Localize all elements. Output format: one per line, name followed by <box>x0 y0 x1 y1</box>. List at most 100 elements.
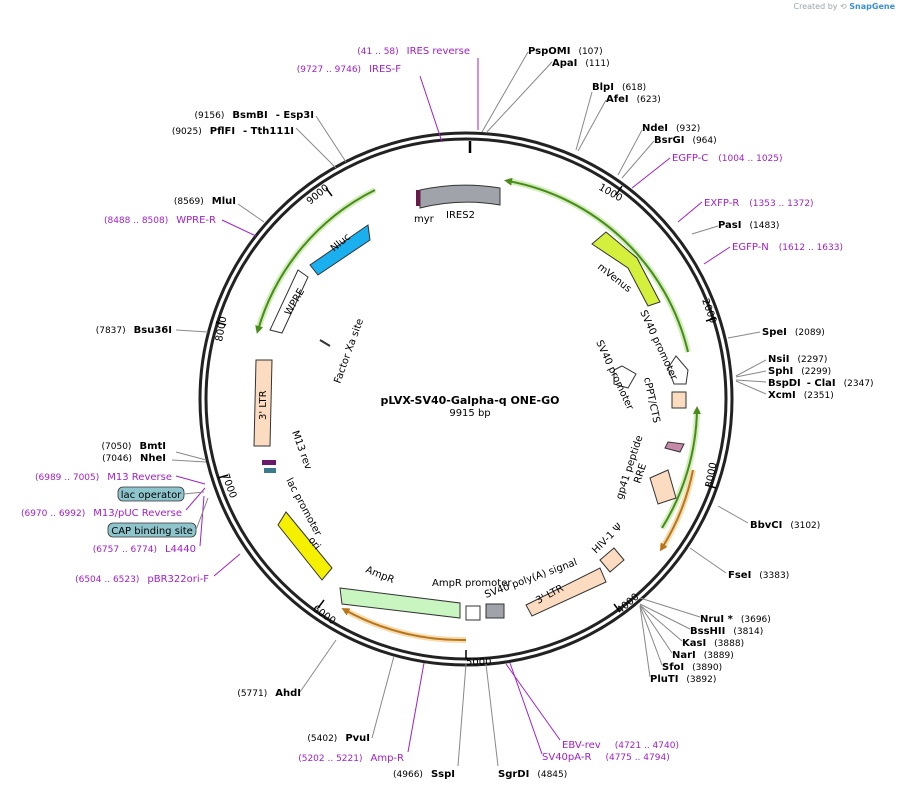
boxed-features: lac operator CAP binding site <box>107 486 209 538</box>
leader-pluti <box>639 605 651 678</box>
site-bsu36i: (7837)Bsu36I <box>96 325 172 336</box>
feature-gp41 <box>664 441 685 453</box>
site-pasi: PasI(1483) <box>718 220 779 231</box>
leader-bspdi <box>735 379 767 383</box>
feature-sv40-polya <box>485 603 505 619</box>
leader-bsrgi <box>621 140 655 179</box>
leader-bbvci <box>717 505 749 524</box>
credit-brand: SnapGene <box>849 2 895 11</box>
primer-m13puc-reverse: (6970 .. 6992)M13/pUC Reverse <box>21 508 182 519</box>
feature-lac-operator-mark <box>262 460 276 465</box>
site-labels: PspOMI(107) ApaI(111) BlpI(618) AfeI(623… <box>498 46 874 780</box>
leader-pspomi <box>481 51 529 133</box>
tick-8000: 8000 <box>214 316 229 343</box>
features <box>253 184 689 621</box>
leader-bsmbi <box>315 115 347 163</box>
tick-mark <box>705 317 717 322</box>
feature-3ltr-right <box>525 567 607 617</box>
site-sfoi: SfoI(3890) <box>662 662 722 673</box>
label-factor-xa: Factor Xa site <box>332 317 366 385</box>
snapgene-credit: Created by ⟲ SnapGene <box>793 2 895 11</box>
snapgene-logo-icon: ⟲ <box>840 2 847 11</box>
label-ires2: IRES2 <box>446 210 475 221</box>
leader-spei <box>727 331 761 339</box>
site-sspi: (4966)SspI <box>393 769 455 780</box>
leader-blpi <box>575 91 593 151</box>
leader-xcmi <box>735 380 767 395</box>
lac-operator-leader <box>183 491 205 495</box>
leader-egfp-c <box>631 157 671 189</box>
leader-ires-f <box>419 75 443 143</box>
leader-m13reverse <box>175 475 206 485</box>
site-bbvci: BbvCI(3102) <box>750 520 820 531</box>
primer-ires-f: (9727 .. 9746)IRES-F <box>297 64 401 75</box>
tick-1000: 1000 <box>597 182 625 204</box>
primer-m13-reverse: (6989 .. 7005)M13 Reverse <box>35 472 172 483</box>
site-xcmi: XcmI(2351) <box>768 390 834 401</box>
site-ndei: NdeI(932) <box>642 123 700 134</box>
leader-nhei <box>171 459 207 463</box>
primer-leaders <box>175 58 731 755</box>
leader-egfp-n <box>703 246 731 265</box>
site-kasi: KasI(3888) <box>682 638 744 649</box>
site-blpi: BlpI(618) <box>592 82 646 93</box>
tick-3000: 3000 <box>704 462 719 489</box>
label-sv40-promoter-1: SV40 promoter <box>637 309 679 383</box>
leader-exfp-r <box>677 201 703 223</box>
leader-fsei <box>689 547 727 574</box>
cap-binding-site-label: CAP binding site <box>111 526 193 537</box>
label-myr: myr <box>414 214 435 225</box>
site-nsii: NsiI(2297) <box>768 354 827 365</box>
site-leaders <box>171 51 767 767</box>
tick-5000: 5000 <box>466 657 491 668</box>
primer-ires-reverse: (41 .. 58)IRES reverse <box>357 46 470 57</box>
orf-arcs <box>255 177 701 644</box>
cap-binding-leader <box>195 497 209 531</box>
orf-arc-orange-right <box>659 469 694 552</box>
feature-sv40-promoter-inner <box>613 365 637 389</box>
site-pvui: (5402)PvuI <box>307 733 370 744</box>
site-pluti: PluTI(3892) <box>650 674 716 685</box>
feature-3ltr-left <box>253 359 273 447</box>
label-m13rev: M13 rev <box>289 429 313 471</box>
primer-ebv-rev: EBV-rev(4721 .. 4740) <box>562 740 679 751</box>
tick-mark <box>613 603 621 613</box>
primer-pbr322ori-f: (6504 .. 6523)pBR322ori-F <box>75 574 209 585</box>
label-ampr-promoter: AmpR promoter <box>432 578 512 589</box>
label-3ltr-left: 3' LTR <box>258 390 269 420</box>
feature-mvenus <box>591 231 661 307</box>
leader-nari <box>639 604 673 654</box>
lac-operator-label: lac operator <box>121 490 182 501</box>
leader-pasi <box>691 225 719 235</box>
leader-nsii <box>735 359 767 377</box>
leader-sphi <box>735 370 767 378</box>
leader-sspi <box>457 663 467 767</box>
leader-pflfi <box>295 127 337 169</box>
feature-factor-xa <box>319 339 331 347</box>
orf-arc-ampr <box>341 608 467 642</box>
feature-rre <box>649 469 677 505</box>
orf-arc-mvenus <box>504 177 689 353</box>
site-bsmbi-esp3i: (9156)BsmBI- Esp3I <box>194 110 314 121</box>
site-spei: SpeI(2089) <box>762 327 825 338</box>
feature-ampr-promoter <box>465 605 481 621</box>
credit-prefix: Created by <box>793 2 838 11</box>
primer-labels: (41 .. 58)IRES reverse (9727 .. 9746)IRE… <box>21 46 843 764</box>
orf-arc-nluc <box>255 189 376 334</box>
leader-wpre-r <box>221 219 257 237</box>
site-pflfi-tth111i: (9025)PflFI- Tth111I <box>172 126 294 137</box>
leader-ahdi <box>299 639 337 693</box>
feature-ori <box>277 511 333 581</box>
leader-pbr322ori-f <box>213 553 241 577</box>
site-nrui: NruI *(3696) <box>700 614 771 625</box>
feature-wpre <box>269 269 309 334</box>
tick-mark <box>317 599 325 609</box>
site-bsshii: BssHII(3814) <box>690 626 763 637</box>
primer-wpre-r: (8488 .. 8508)WPRE-R <box>104 215 216 226</box>
plasmid-name: pLVX-SV40-Galpha-q ONE-GO <box>381 394 560 407</box>
label-hiv: HIV-1 Ψ <box>590 522 625 557</box>
feature-myr <box>416 190 420 206</box>
tick-mark <box>325 187 333 197</box>
feature-sv40-promoter-right <box>667 355 689 385</box>
